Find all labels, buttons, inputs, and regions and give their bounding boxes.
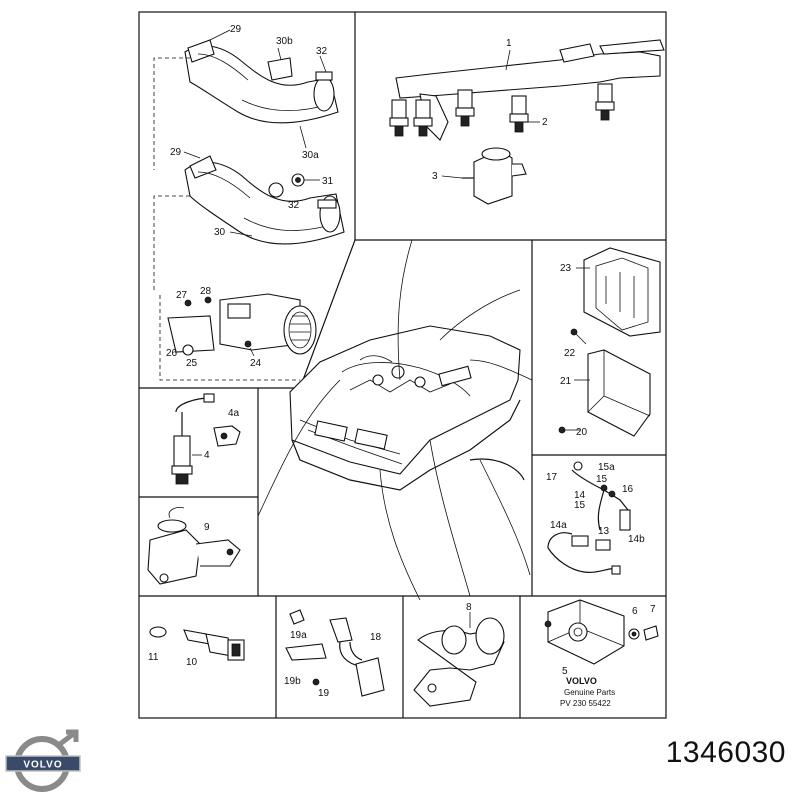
control-unit-21: [558, 349, 651, 437]
throttle-sensor-5: [544, 599, 659, 665]
callout-19b: 19b: [284, 676, 301, 687]
dashed-leader-hoses: [153, 57, 190, 290]
logo-band: [5, 755, 81, 772]
callout-30a: 30a: [302, 150, 319, 161]
callout-15a: 15a: [598, 462, 615, 473]
wiring-harness: [547, 461, 631, 575]
panel-frames: [138, 11, 667, 719]
connector-18-19: [285, 609, 385, 697]
air-hose-lower: [184, 155, 345, 245]
pressure-regulator: [462, 147, 527, 205]
fuel-injectors: [389, 83, 615, 137]
sensor-clip-4a: [213, 425, 241, 447]
callout-29b: 29: [170, 147, 182, 158]
callout-32b: 32: [288, 200, 300, 211]
fuel-rail: [395, 39, 665, 141]
callout-17: 17: [546, 472, 558, 483]
callout-14: 14: [574, 490, 586, 501]
callout-8: 8: [466, 602, 472, 613]
callout-19a: 19a: [290, 630, 307, 641]
idle-valve-9: [147, 507, 241, 585]
callout-21: 21: [560, 376, 572, 387]
temp-sensor-10: [149, 626, 245, 661]
callout-4: 4: [204, 450, 210, 461]
callout-9: 9: [204, 522, 210, 533]
part-number: 1346030: [665, 736, 786, 769]
callout-28: 28: [200, 286, 212, 297]
air-mass-meter: [167, 293, 317, 356]
callout-15: 15: [596, 474, 608, 485]
callout-27: 27: [176, 290, 188, 301]
callout-15b: 15: [574, 500, 586, 511]
callout-11: 11: [148, 652, 159, 663]
callout-29a: 29: [230, 24, 242, 35]
callout-3: 3: [432, 171, 438, 182]
brand-block-line1: Genuine Parts: [564, 688, 615, 697]
callout-labels: 29 30b 32 30a 29 31 32 30 28 27 26 25 24…: [148, 24, 656, 699]
callout-10: 10: [186, 657, 198, 668]
callout-20: 20: [576, 427, 588, 438]
callout-23: 23: [560, 263, 572, 274]
callout-14b: 14b: [628, 534, 645, 545]
air-hose-upper: [184, 39, 339, 124]
callout-22: 22: [564, 348, 576, 359]
car-outline: [289, 325, 525, 491]
mounting-bracket-23: [570, 247, 661, 345]
callout-32a: 32: [316, 46, 328, 57]
callout-18: 18: [370, 632, 382, 643]
callout-4a: 4a: [228, 408, 240, 419]
callout-26: 26: [166, 348, 178, 359]
callout-5: 5: [562, 666, 568, 677]
callout-7: 7: [650, 604, 656, 615]
dashed-leader-meter: [159, 295, 300, 381]
brand-block-title: VOLVO: [566, 676, 597, 686]
logo-text: VOLVO: [23, 760, 62, 771]
callout-6: 6: [632, 606, 638, 617]
callout-30: 30: [214, 227, 226, 238]
volvo-logo: VOLVO: [5, 729, 81, 792]
logo-arrow-icon: [58, 729, 79, 746]
callout-31: 31: [322, 176, 334, 187]
brand-block-line2: PV 230 55422: [560, 699, 611, 708]
callout-13: 13: [598, 526, 610, 537]
temp-sensor-4: [171, 393, 215, 485]
genuine-parts-block: VOLVO Genuine Parts PV 230 55422: [560, 676, 615, 708]
throttle-switch-8: [413, 612, 505, 707]
callout-19: 19: [318, 688, 330, 699]
callout-14a: 14a: [550, 520, 567, 531]
callout-16: 16: [622, 484, 634, 495]
callout-25: 25: [186, 358, 198, 369]
callout-24: 24: [250, 358, 262, 369]
callout-30b: 30b: [276, 36, 293, 47]
leader-curves: [257, 239, 533, 601]
callout-2: 2: [542, 117, 548, 128]
callout-1: 1: [506, 38, 512, 49]
